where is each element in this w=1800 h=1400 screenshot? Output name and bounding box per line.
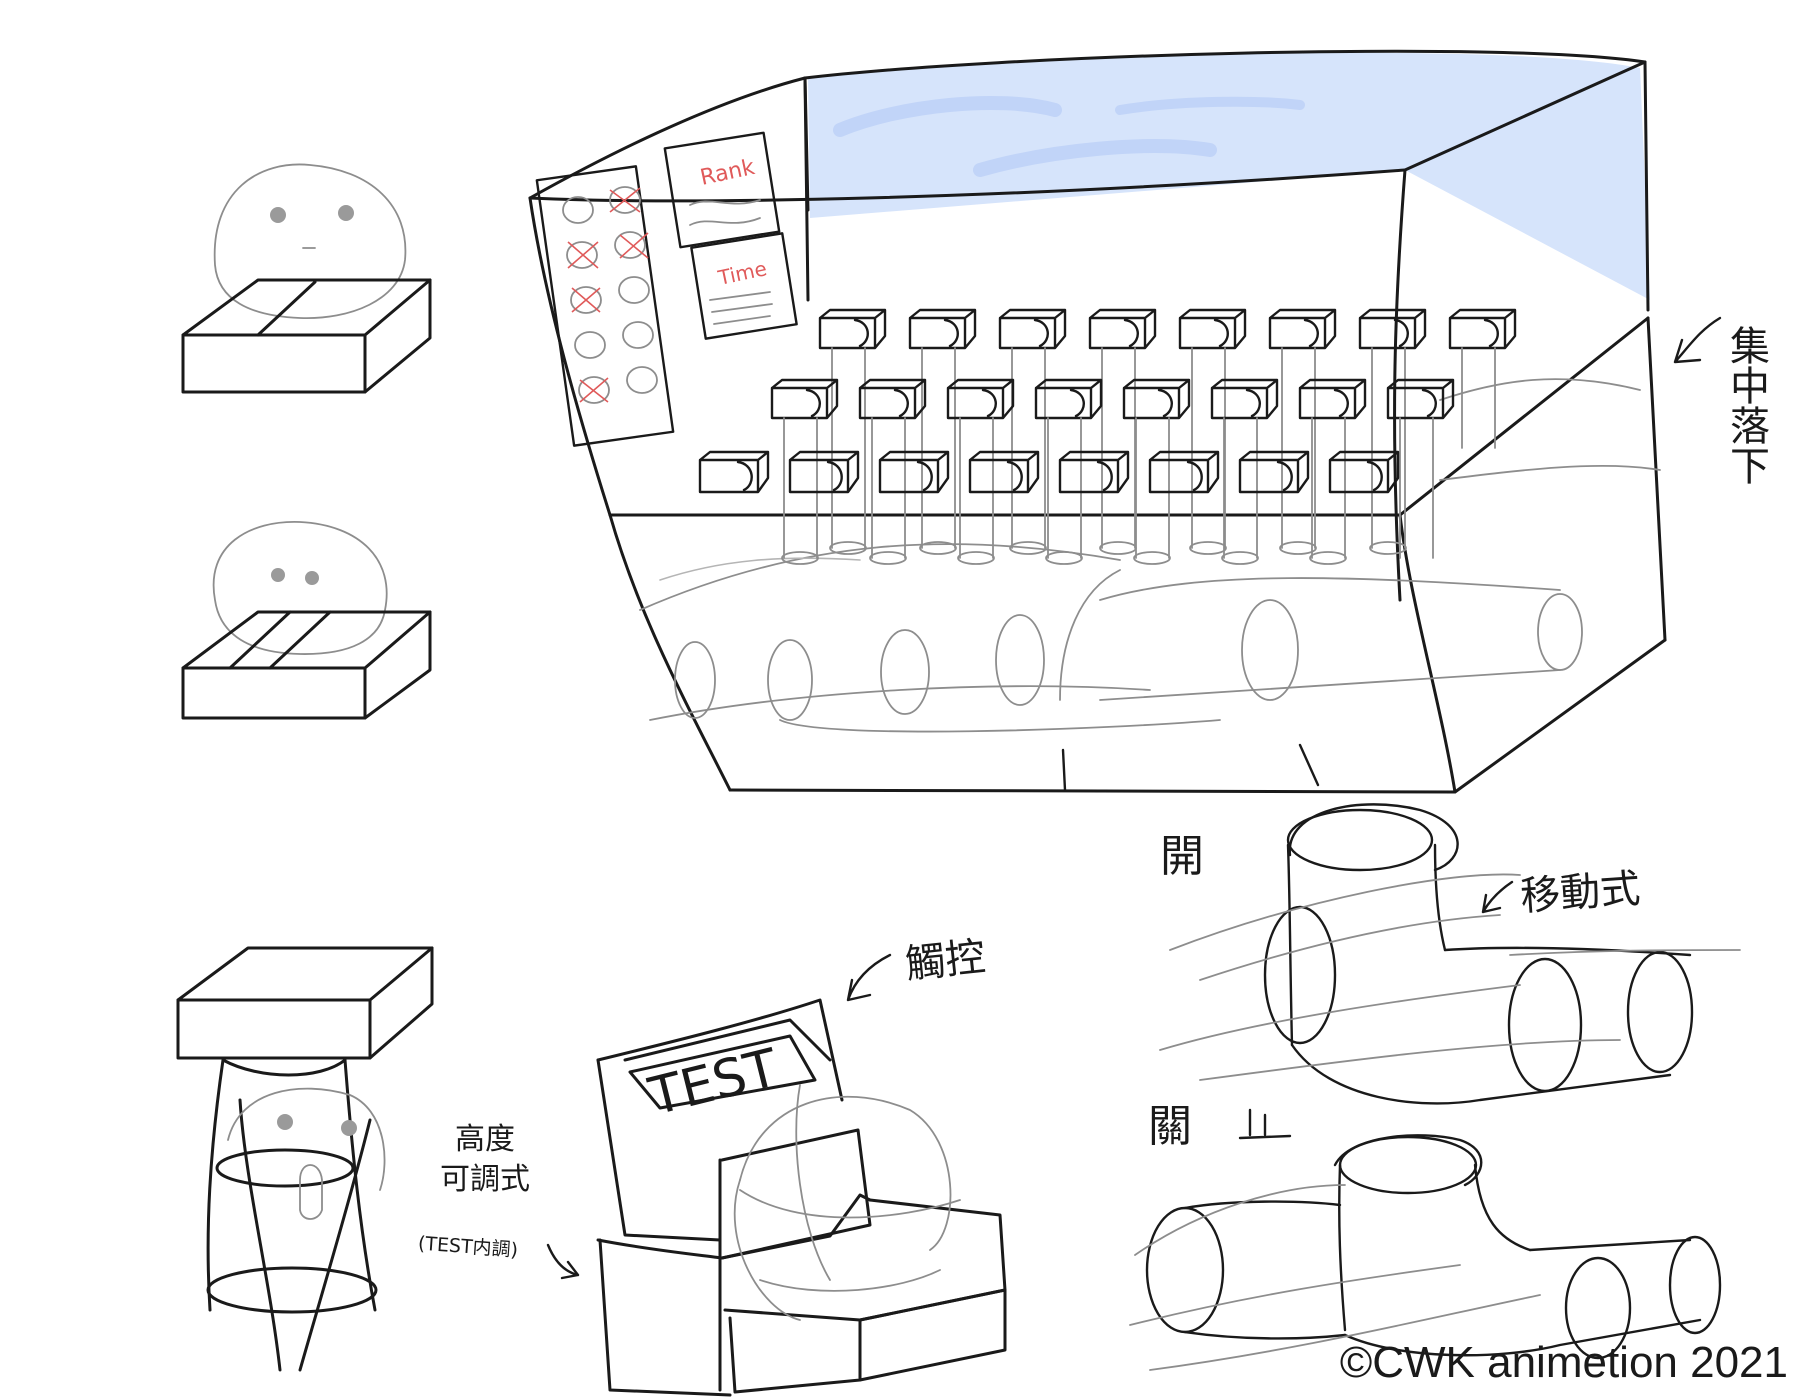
touch-arrow-icon: [846, 953, 892, 1002]
time-label: Time: [715, 256, 769, 290]
movable-arrow-icon: [1481, 880, 1514, 914]
close-label: 關: [1148, 1101, 1192, 1152]
test-kiosk: TEST: [546, 953, 1007, 1397]
tube-closed: [1129, 1108, 1722, 1371]
height-label-line2: 可調式: [440, 1162, 530, 1197]
character-box-stage-2: [181, 521, 432, 720]
close-down-icon: [1238, 1108, 1292, 1140]
drop-arrow-icon: [1673, 316, 1722, 364]
concentrated-drop-label: 集中落下: [1723, 325, 1769, 485]
height-adjustable-label: 高度 可調式: [440, 1120, 530, 1200]
character-tube-stage-3: [176, 946, 434, 1372]
scoreboard-slots: [562, 186, 658, 404]
tube-open: [1159, 803, 1741, 1105]
crane-units: [698, 308, 1517, 565]
open-label: 開: [1160, 831, 1204, 882]
touch-control-label: 觸控: [903, 933, 988, 989]
height-label-line1: 高度: [455, 1122, 515, 1157]
character-box-stage-1: [181, 163, 432, 394]
movable-label: 移動式: [1518, 865, 1642, 921]
copyright-notice: ©CWK animetion 2021: [1339, 1338, 1788, 1387]
height-arrow-icon: [546, 1243, 580, 1280]
main-machine: Rank Time: [528, 49, 1722, 794]
rank-label: Rank: [698, 155, 757, 191]
